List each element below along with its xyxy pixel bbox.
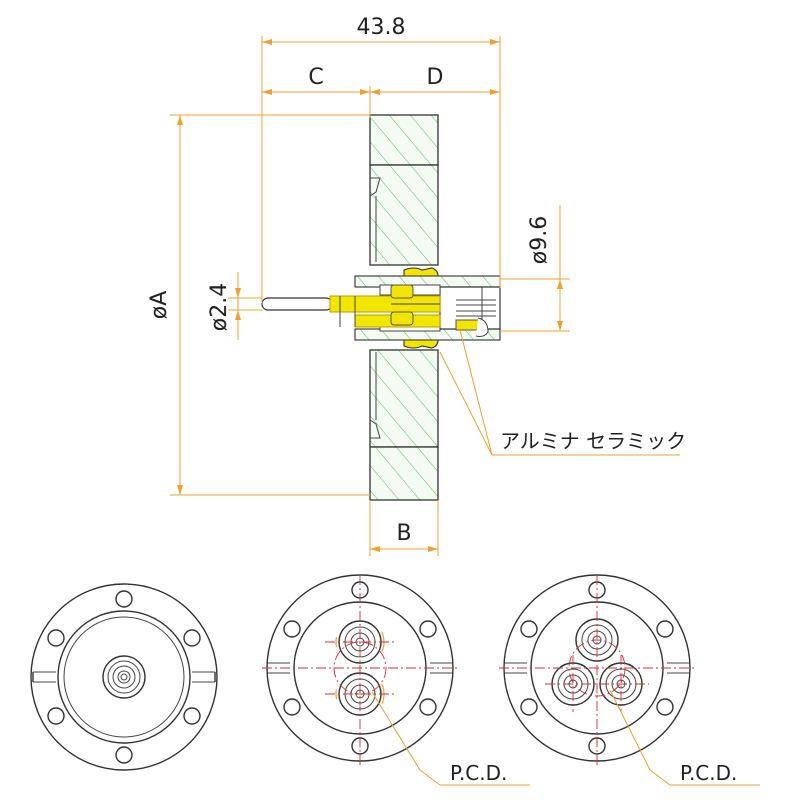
- arrow-body-t: [557, 279, 563, 289]
- bolt-hole-1a: [115, 590, 133, 608]
- bolt-hole-3e: [520, 698, 538, 716]
- flange-upper-rim: [369, 114, 439, 166]
- arrow-overall-l: [262, 39, 272, 45]
- arrow-d-r: [490, 89, 500, 95]
- feedthrough-1-r2: [107, 660, 141, 694]
- weld-ring-lower: [403, 339, 439, 349]
- knife-edge-lower: [369, 419, 381, 439]
- arrow-c-l: [262, 89, 272, 95]
- front-view-single: [30, 583, 218, 771]
- cap-end: [475, 317, 489, 337]
- ceramic-callout: アルミナ セラミック: [500, 429, 686, 453]
- pcd-label-2: P.C.D.: [450, 761, 507, 785]
- flange-outer-1: [30, 583, 218, 771]
- dim-body-label: ø9.6: [527, 216, 552, 264]
- pin-sleeve-lower: [390, 311, 414, 326]
- arrow-b-l: [370, 546, 380, 552]
- leader-pcd-3: [609, 689, 760, 786]
- bolt-hole-1c: [47, 629, 65, 647]
- bolt-hole-2c: [283, 620, 301, 638]
- dim-b-label: B: [396, 521, 411, 546]
- arrow-body-b: [557, 321, 563, 331]
- knife-edge-upper: [369, 177, 381, 197]
- arrow-pin-b: [235, 310, 241, 320]
- dim-d-label: D: [427, 65, 444, 90]
- arrow-a-b: [177, 485, 183, 495]
- side-section-view: [261, 114, 501, 501]
- bolt-hole-2e: [283, 698, 301, 716]
- dimension-lines: [170, 36, 680, 556]
- bolt-hole-3c: [520, 620, 538, 638]
- flange-upper-body: [369, 164, 439, 266]
- weld-ring-upper: [403, 267, 439, 277]
- front-view-two-pin: [262, 574, 530, 786]
- dim-pin-label: ø2.4: [207, 283, 232, 331]
- bolt-hole-2f: [419, 698, 437, 716]
- arrow-c-r: [360, 89, 370, 95]
- bolt-hole-1f: [183, 707, 201, 725]
- pin-sleeve-upper: [390, 284, 414, 299]
- flange-lower-rim: [369, 446, 439, 501]
- arrow-d-l: [370, 89, 380, 95]
- bolt-hole-1d: [183, 629, 201, 647]
- flange-inner-2-1: [63, 616, 185, 738]
- arrow-a-t: [177, 115, 183, 125]
- bolt-hole-2d: [419, 620, 437, 638]
- front-view-three-pin: [499, 574, 760, 786]
- dim-c-label: C: [308, 65, 323, 90]
- bolt-hole-3d: [656, 620, 674, 638]
- feedthrough-1-outer: [102, 655, 146, 699]
- dim-overall-label: 43.8: [357, 15, 406, 40]
- bolt-hole-3f: [656, 698, 674, 716]
- feedthrough-1-r3: [112, 665, 136, 689]
- feedthrough-1-r4: [117, 670, 131, 684]
- bolt-hole-1e: [47, 707, 65, 725]
- arrow-b-r: [428, 546, 438, 552]
- pcd-label-3: P.C.D.: [680, 761, 737, 785]
- arrow-pin-t: [235, 288, 241, 298]
- arrow-overall-r: [490, 39, 500, 45]
- dim-a-label: øA: [147, 291, 172, 320]
- leader-pcd-2: [371, 691, 530, 786]
- feedthrough-1-core: [120, 673, 128, 681]
- flange-lower-body: [369, 349, 439, 448]
- flange-inner-1: [57, 610, 191, 744]
- leader-ceramic-b: [459, 329, 493, 456]
- bolt-hole-1b: [115, 746, 133, 764]
- conductor-pin: [261, 297, 333, 311]
